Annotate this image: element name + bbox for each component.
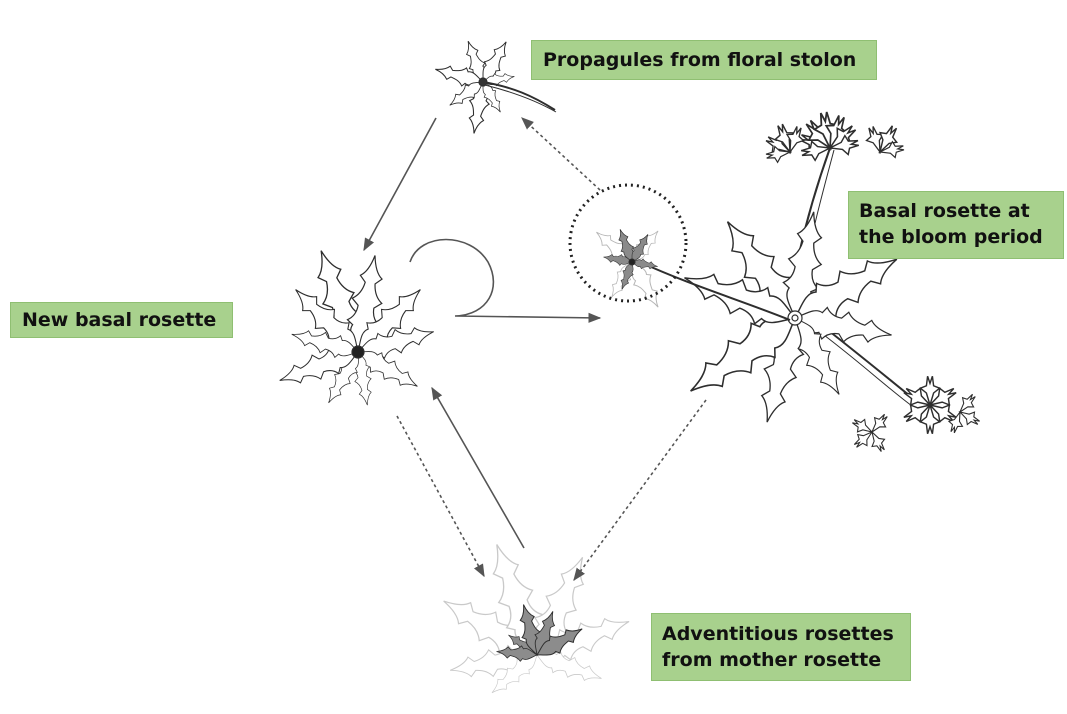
- arrow-bloom-to-propagule: [522, 118, 600, 190]
- label-basal-rosette-bloom: Basal rosette at the bloom period: [848, 191, 1064, 259]
- arrow-new-to-adventitious: [397, 416, 484, 576]
- label-basal-line1: Basal rosette at: [859, 198, 1055, 224]
- arrow-adventitious-to-new: [432, 388, 524, 548]
- label-propagules-from-floral-stolon: Propagules from floral stolon: [531, 40, 877, 80]
- arrow-propagule-to-new: [364, 118, 436, 250]
- arrow-bloom-to-adventitious: [574, 400, 706, 580]
- label-new-basal-rosette: New basal rosette: [10, 302, 233, 338]
- new-basal-rosette-illustration: [275, 245, 437, 408]
- label-advent-line2: from mother rosette: [662, 647, 910, 673]
- blooming-rosette-illustration: [640, 110, 982, 454]
- arrow-new-to-bloom: [410, 240, 600, 319]
- label-advent-line1: Adventitious rosettes: [662, 621, 910, 647]
- label-adventitious-rosettes: Adventitious rosettes from mother rosett…: [651, 613, 911, 681]
- adventitious-rosette-illustration: [435, 538, 635, 700]
- label-propagules-text: Propagules from floral stolon: [543, 47, 876, 73]
- cycle-arrows: [364, 118, 706, 580]
- label-basal-line2: the bloom period: [859, 224, 1055, 250]
- label-new-text: New basal rosette: [22, 307, 232, 333]
